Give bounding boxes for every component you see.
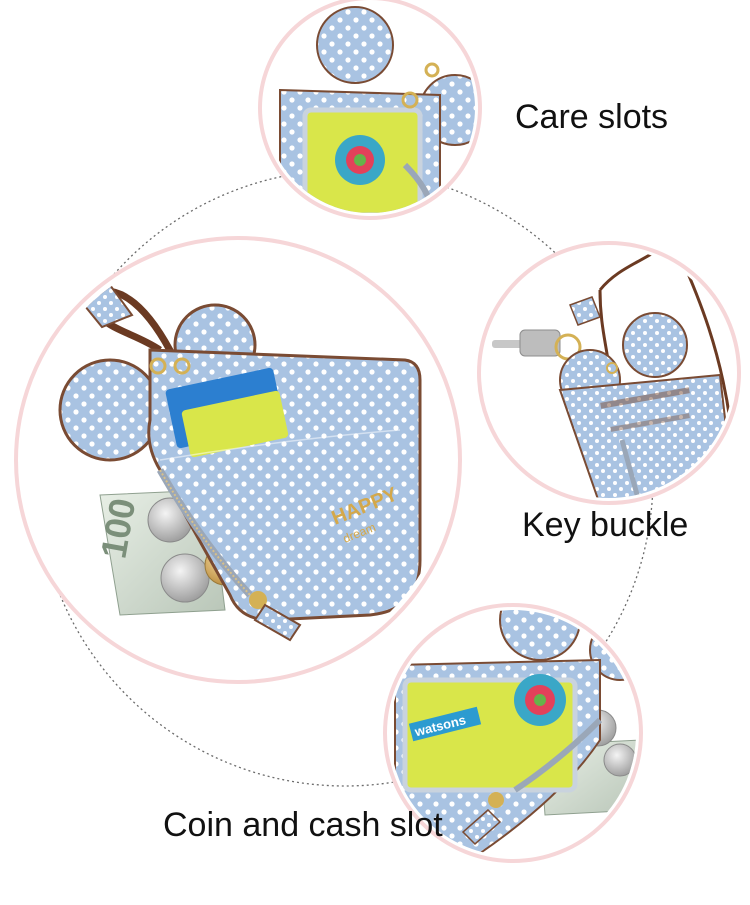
label-care-slots: Care slots bbox=[515, 98, 669, 136]
key-buckle-photo bbox=[484, 248, 734, 498]
label-coin-cash-slot: Coin and cash slot bbox=[163, 806, 443, 844]
main-wallet-photo: 100 HAPPY dream bbox=[23, 245, 453, 675]
label-key-buckle: Key buckle bbox=[522, 506, 689, 544]
care-slots-photo bbox=[265, 3, 475, 213]
coin-cash-photo: watsons bbox=[390, 610, 636, 856]
